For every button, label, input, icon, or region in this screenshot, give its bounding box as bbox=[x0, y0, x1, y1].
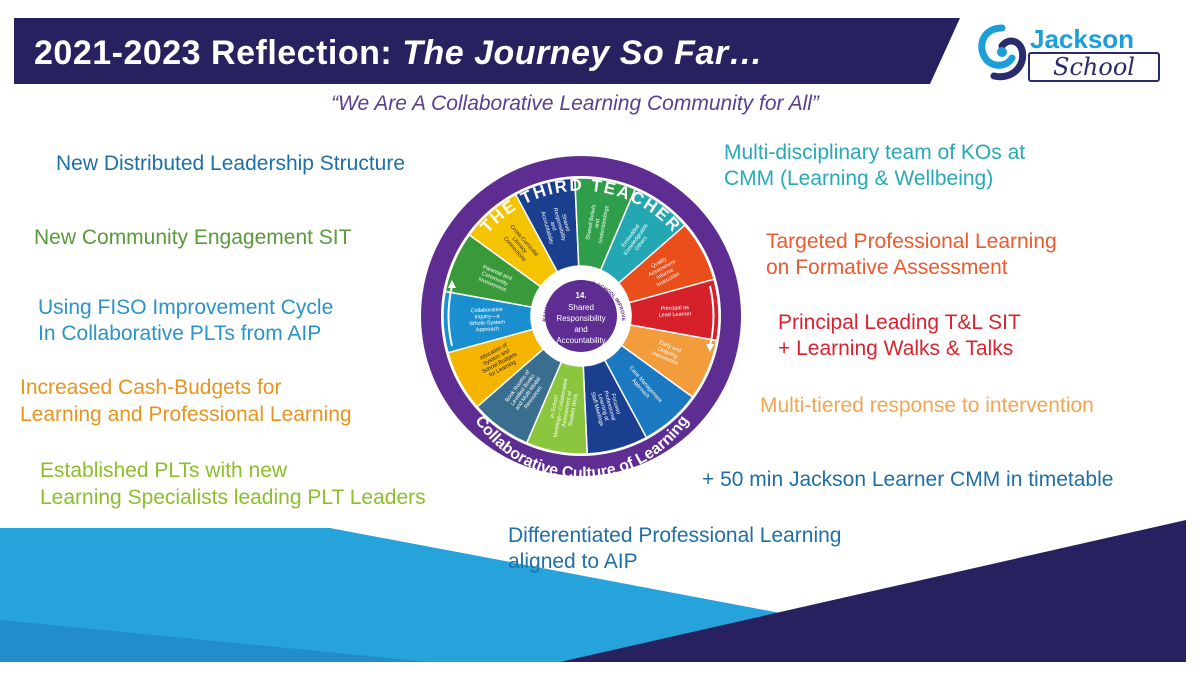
item-jackson-learner: + 50 min Jackson Learner CMM in timetabl… bbox=[702, 468, 1114, 491]
item-differentiated-line1: Differentiated Professional Learning bbox=[508, 524, 842, 547]
wheel-hub bbox=[545, 280, 617, 352]
item-kos-line2: CMM (Learning & Wellbeing) bbox=[724, 167, 994, 190]
item-budgets-line1: Increased Cash-Budgets for bbox=[20, 376, 282, 399]
title-part2: The Journey So Far… bbox=[402, 34, 764, 72]
wheel-segment-label: CollaborativeInquiry—aWhole-SystemApproa… bbox=[469, 307, 506, 334]
title-banner bbox=[14, 18, 960, 84]
logo-swirl-icon bbox=[978, 24, 1027, 81]
item-principal-line2: + Learning Walks & Talks bbox=[778, 337, 1014, 360]
item-distributed-leadership: New Distributed Leadership Structure bbox=[56, 152, 406, 175]
wheel-center-number: 14. bbox=[575, 291, 586, 300]
school-logo: Jackson School bbox=[972, 22, 1168, 84]
item-community-engagement: New Community Engagement SIT bbox=[34, 226, 352, 249]
wheel-center-line2: Responsibility bbox=[556, 314, 605, 323]
wheel-center-line1: Shared bbox=[568, 303, 594, 312]
wheel-left-arrowhead-icon bbox=[448, 280, 456, 288]
wheel-center-line3: and bbox=[574, 325, 587, 334]
wheel-right-arrow-icon bbox=[709, 285, 715, 347]
item-multi-tiered: Multi-tiered response to intervention bbox=[760, 394, 1094, 417]
item-principal-line1: Principal Leading T&L SIT bbox=[778, 311, 1021, 334]
wheel-center-line4: Accountability bbox=[556, 336, 605, 345]
item-formative-line2: on Formative Assessment bbox=[766, 256, 1008, 279]
item-plts-line1: Established PLTs with new bbox=[40, 459, 288, 482]
item-plts-line2: Learning Specialists leading PLT Leaders bbox=[40, 486, 426, 509]
logo-word-jackson: Jackson bbox=[1030, 24, 1135, 54]
item-differentiated-line2: aligned to AIP bbox=[508, 550, 638, 573]
wheel-segment-label: QualityAssessmentInformsInstruction bbox=[645, 253, 684, 290]
logo-word-school: School bbox=[1028, 52, 1160, 82]
wheel-segment-label: In-SchoolMeetings—CollaborativeAssessmen… bbox=[547, 377, 582, 440]
wheel-left-arrow-icon bbox=[447, 285, 453, 347]
wheel-segment-label: Principal asLead Learner bbox=[658, 305, 691, 319]
item-budgets-line2: Learning and Professional Learning bbox=[20, 403, 352, 426]
item-fiso-line1: Using FISO Improvement Cycle bbox=[38, 296, 334, 319]
slide-quote: “We Are A Collaborative Learning Communi… bbox=[331, 92, 819, 115]
item-formative-line1: Targeted Professional Learning bbox=[766, 230, 1057, 253]
wheel-right-arrowhead-icon bbox=[706, 344, 714, 352]
item-fiso-line2: In Collaborative PLTs from AIP bbox=[38, 322, 322, 345]
wheel-segment-label: FocusedProfessionalLearning atStaff Meet… bbox=[589, 386, 623, 427]
item-kos-line1: Multi-disciplinary team of KOs at bbox=[724, 141, 1026, 164]
title-part1: 2021-2023 Reflection: bbox=[34, 34, 393, 72]
bottom-decoration bbox=[0, 520, 1186, 662]
page-title: 2021-2023 Reflection: The Journey So Far… bbox=[34, 34, 763, 73]
